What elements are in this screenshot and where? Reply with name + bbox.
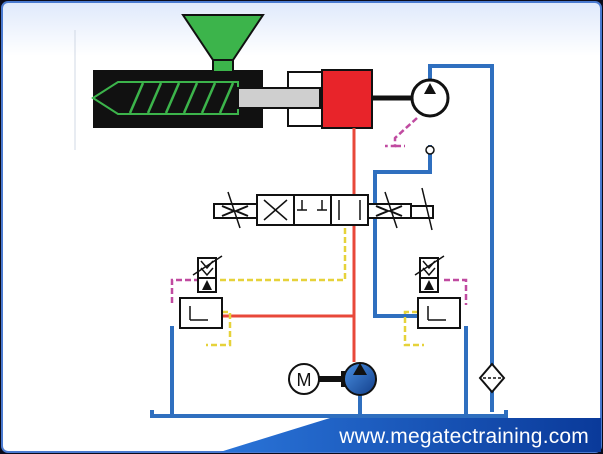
drain-lines [170,117,468,305]
right-relief-valve [414,255,461,329]
hopper [181,14,265,73]
website-url: www.megatectraining.com [339,425,589,448]
filter [478,362,506,394]
return-lines [150,64,508,418]
motor-label: M [297,370,312,390]
left-relief-valve [179,255,223,329]
hydraulic-motor [410,78,450,155]
pressure-lines [210,128,356,362]
pilot-lines [206,210,424,347]
electric-motor: M [288,363,349,395]
footer-band [220,418,601,452]
injection-barrel [91,70,321,128]
directional-valve [213,187,434,231]
hydraulic-pump [343,362,377,396]
injection-cylinder [287,69,373,129]
